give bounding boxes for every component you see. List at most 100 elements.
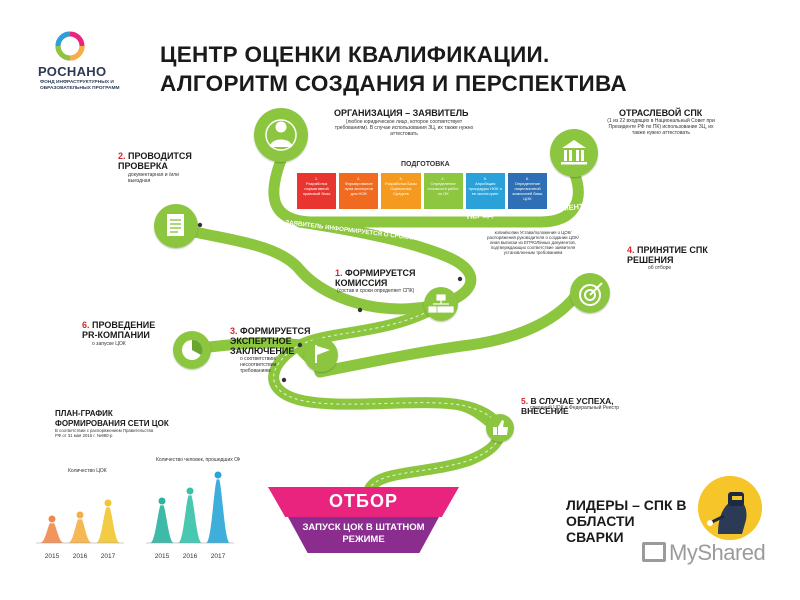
chart-peak [68,517,92,543]
preparation-step-number: 6. [525,176,530,181]
stage-6-number: 6. [82,320,90,330]
chart-title: Количество ЦОК [68,468,107,474]
leaders-label: ЛИДЕРЫ – СПК В ОБЛАСТИ СВАРКИ [566,497,687,545]
stage-5-label: В СЛУЧАЕ УСПЕХА, ВНЕСЕНИЕ [521,396,614,416]
road-marker [457,276,463,282]
stage-2-number: 2. [118,151,126,161]
rosnano-logo-icon [55,31,85,61]
chart-title: Количество человек, прошедших ОК [156,457,240,463]
stage-3-label: ФОРМИРУЕТСЯ ЭКСПЕРТНОЕ ЗАКЛЮЧЕНИЕ [230,326,311,356]
preparation-step-text: Формирование пула экспертов для НОК [344,181,373,196]
documents-note: копии/копии Устава/положения о ЦОК/распо… [487,230,579,255]
chart-tick-label: 2016 [73,553,88,560]
plan-desc: В соответствии с распоряжением Правитель… [55,428,154,438]
chart-data-point [103,498,113,508]
plan-title: ПЛАН-ГРАФИК ФОРМИРОВАНИЯ СЕТИ ЦОК [55,409,169,428]
chart-peak [206,477,230,543]
stage-6-label: ПРОВЕДЕНИЕ PR-КОМПАНИИ [82,320,156,340]
stage-1-desc: (состав и сроки определяет СПК) [337,288,415,294]
preparation-step: 6.Определение лицензионной комиссией баз… [507,173,548,209]
chart-data-point [75,510,85,520]
stage-1-title: 1. ФОРМИРУЕТСЯ КОМИССИЯ [335,268,455,288]
welder-icon [698,476,762,540]
preparation-step: 4.Определение стоимости работ по ОК [423,173,463,209]
pie-chart-icon [182,339,203,360]
chart-tick-label: 2017 [211,553,226,560]
stage-5-number: 5. [521,396,529,406]
hierarchy-icon [428,294,454,313]
title-line-1: ЦЕНТР ОЦЕНКИ КВАЛИФИКАЦИИ. [160,42,550,67]
road-marker [297,342,303,348]
flag-icon [315,345,330,363]
organization-icon-circle [254,108,308,162]
stage-2-desc: документарная и /или выездная [128,172,179,184]
chart-tick-label: 2015 [155,553,170,560]
page-title: ЦЕНТР ОЦЕНКИ КВАЛИФИКАЦИИ. АЛГОРИТМ СОЗД… [160,40,627,98]
person-icon [270,121,292,147]
chart-peak [178,493,202,543]
organization-title: ОРГАНИЗАЦИЯ – ЗАЯВИТЕЛЬ [334,108,469,118]
launch-funnel-label: ЗАПУСК ЦОК В ШТАТНОМ РЕЖИМЕ [302,522,425,545]
stage-1-number: 1. [335,268,343,278]
expert-icon-circle [304,338,338,372]
chart-peak [150,503,174,543]
stage-4-label: ПРИНЯТИЕ СПК РЕШЕНИЯ [627,245,708,265]
logo-name: РОСНАНО [38,64,107,79]
preparation-step-text: Определение стоимости работ по ОК [427,181,459,196]
presentation-icon [642,542,666,562]
road-informed [294,216,477,306]
chart-data-point [47,514,57,524]
logo-subtitle: ФОНД ИНФРАСТРУКТУРНЫХ И ОБРАЗОВАТЕЛЬНЫХ … [40,80,120,91]
preparation-step-number: 2. [357,176,361,181]
preparation-step-number: 5. [483,176,487,181]
chart-tick-label: 2017 [101,553,116,560]
chart-data-point [157,496,167,506]
stage-4-number: 4. [627,245,635,255]
preparation-step: 2.Формирование пула экспертов для НОК [339,173,379,209]
preparation-step-text: Апробация процедуры НОК и ее мониторинг [468,181,502,196]
preparation-step-text: Разработка Базы Оценочных Средств [384,181,417,196]
stage-4-desc: об отборе [648,265,672,271]
stage-2-title: 2. ПРОВОДИТСЯ ПРОВЕРКА [118,151,238,171]
road-marker [281,377,287,383]
thumbs-up-icon [493,420,508,435]
industry-council-icon-circle [550,129,598,177]
preparation-step-number: 1. [314,176,319,181]
title-line-2: АЛГОРИТМ СОЗДАНИЯ И ПЕРСПЕКТИВА [160,71,627,96]
preparation-steps: 1.Разработка нормативной правовой базы 2.… [297,173,548,209]
decision-icon-circle [570,273,610,313]
selection-funnel-label: ОТБОР [329,491,398,511]
industry-council-desc: (1 из 22 входящих в Национальный Совет п… [607,118,715,136]
chart-tick-label: 2015 [45,553,60,560]
stage-4-title: 4. ПРИНЯТИЕ СПК РЕШЕНИЯ [627,245,709,265]
watermark: MyShared [642,540,766,566]
target-icon [579,282,603,306]
chart-data-point [185,486,195,496]
road-decision [314,284,586,378]
stage-5-desc: сведений ЦОК в Федеральный Реестр [530,405,620,411]
stage-2-label: ПРОВОДИТСЯ ПРОВЕРКА [118,151,192,171]
chart-peak [40,521,64,543]
stage-6-title: 6. ПРОВЕДЕНИЕ PR-КОМПАНИИ [82,320,172,340]
industry-council-title: ОТРАСЛЕВОЙ СПК [619,108,703,118]
preparation-step-text: Определение лицензионной комиссией базы … [512,181,543,201]
stage-3-desc: о соответствии/ несоответствии требовани… [240,356,277,374]
preparation-step: 3.Разработка Базы Оценочных Средств [381,173,421,209]
organization-desc: (любое юридическое лицо, которое соответ… [334,119,474,137]
chart-peak [96,505,120,543]
building-icon [561,140,587,165]
stage-3-title: 3. ФОРМИРУЕТСЯ ЭКСПЕРТНОЕ ЗАКЛЮЧЕНИЕ [230,326,326,356]
stage-1-label: ФОРМИРУЕТСЯ КОМИССИЯ [335,268,416,288]
chart-tick-label: 2016 [183,553,198,560]
preparation-step-number: 4. [441,176,445,181]
selection-funnel-top [268,487,459,517]
preparation-step-text: Разработка нормативной правовой базы [302,181,331,196]
stage-3-number: 3. [230,326,238,336]
preparation-step-number: 3. [399,176,403,181]
stage-5-title: 5. В СЛУЧАЕ УСПЕХА, ВНЕСЕНИЕ [521,396,661,416]
preparation-step: 5.Апробация процедуры НОК и ее мониторин… [465,173,505,209]
document-icon [167,214,184,236]
stage-6-desc: о запуске ЦОК [92,341,126,347]
launch-funnel-bottom [288,517,439,553]
